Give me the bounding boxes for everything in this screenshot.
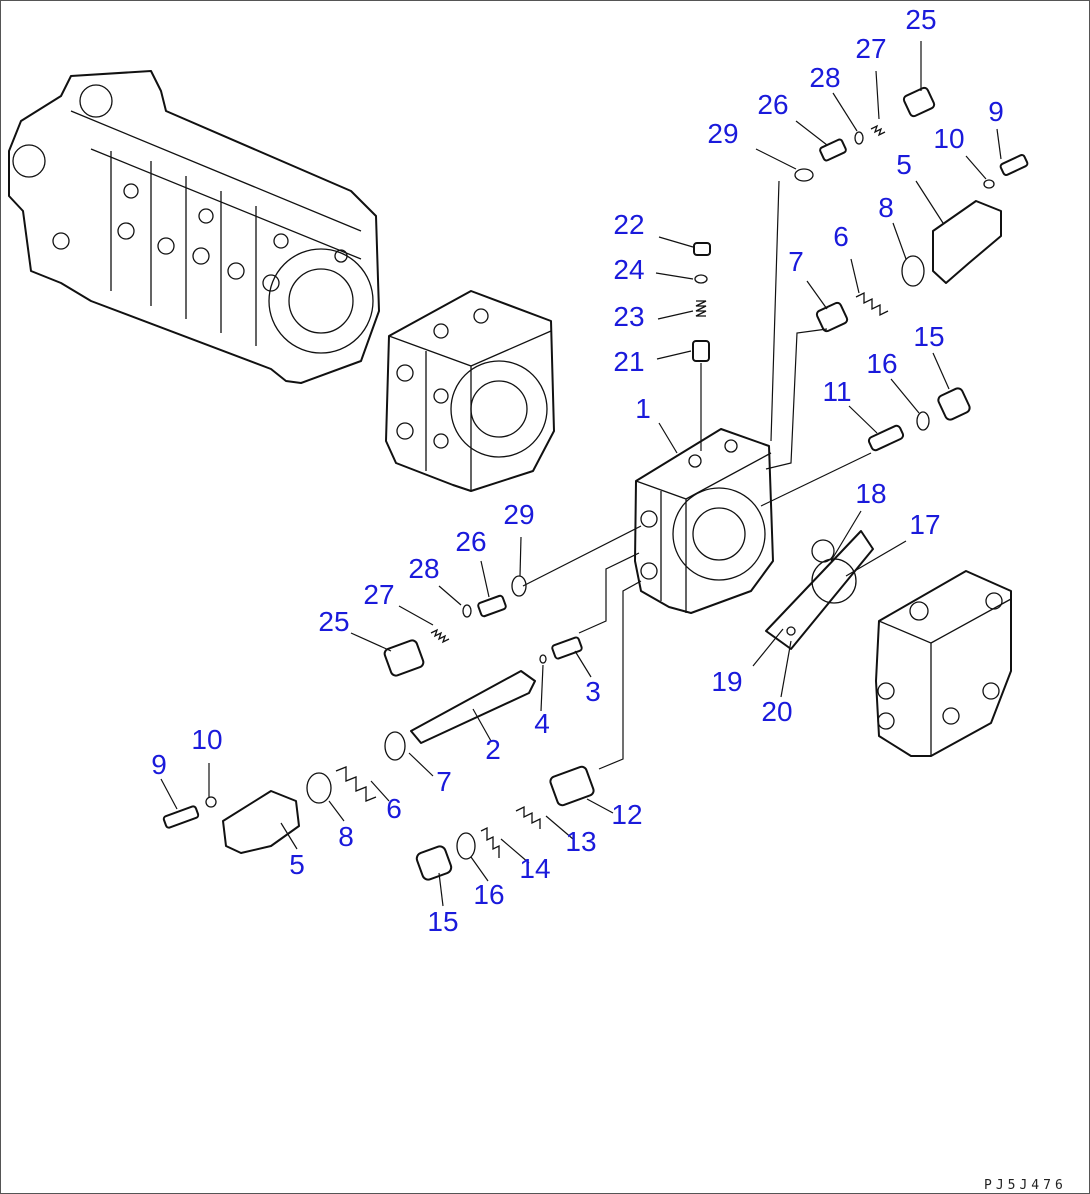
label-29: 29 — [707, 118, 738, 149]
label-24: 24 — [613, 254, 644, 285]
label-1: 1 — [635, 393, 651, 424]
label-7: 7 — [436, 766, 452, 797]
label-25: 25 — [905, 4, 936, 35]
label-5: 5 — [289, 849, 305, 880]
gasket-plate-17 — [765, 530, 874, 650]
label-12: 12 — [611, 799, 642, 830]
drawing-reference-code: PJ5J476 — [984, 1178, 1067, 1193]
label-26: 26 — [455, 526, 486, 557]
label-3: 3 — [585, 676, 601, 707]
label-23: 23 — [613, 301, 644, 332]
label-14: 14 — [519, 853, 550, 884]
label-5: 5 — [896, 149, 912, 180]
label-19: 19 — [711, 666, 742, 697]
label-16: 16 — [473, 879, 504, 910]
label-leaders — [160, 41, 1002, 907]
label-18: 18 — [855, 478, 886, 509]
label-7: 7 — [788, 246, 804, 277]
label-10: 10 — [933, 123, 964, 154]
label-28: 28 — [408, 553, 439, 584]
label-6: 6 — [386, 793, 402, 824]
assembly-lines — [522, 180, 872, 770]
valve-section-middle — [385, 290, 555, 492]
label-2: 2 — [485, 734, 501, 765]
small-parts-lower — [162, 575, 595, 881]
label-15: 15 — [427, 906, 458, 937]
label-9: 9 — [988, 96, 1004, 127]
label-25: 25 — [318, 606, 349, 637]
label-15: 15 — [913, 321, 944, 352]
end-cover — [875, 570, 1012, 757]
valve-stack-assembly — [8, 70, 380, 384]
label-27: 27 — [855, 33, 886, 64]
label-21: 21 — [613, 346, 644, 377]
label-22: 22 — [613, 209, 644, 240]
part-number-labels: 25 27 28 26 29 9 10 5 8 6 7 22 24 23 21 … — [151, 4, 1004, 937]
label-29: 29 — [503, 499, 534, 530]
label-11: 11 — [822, 376, 851, 407]
label-13: 13 — [565, 826, 596, 857]
label-26: 26 — [757, 89, 788, 120]
label-28: 28 — [809, 62, 840, 93]
label-16: 16 — [866, 348, 897, 379]
label-9: 9 — [151, 749, 167, 780]
small-parts-upper — [692, 86, 1029, 452]
label-20: 20 — [761, 696, 792, 727]
label-10: 10 — [191, 724, 222, 755]
label-8: 8 — [338, 821, 354, 852]
label-27: 27 — [363, 579, 394, 610]
label-4: 4 — [534, 708, 550, 739]
valve-body-1 — [634, 428, 774, 614]
label-17: 17 — [909, 509, 940, 540]
label-8: 8 — [878, 192, 894, 223]
label-6: 6 — [833, 221, 849, 252]
